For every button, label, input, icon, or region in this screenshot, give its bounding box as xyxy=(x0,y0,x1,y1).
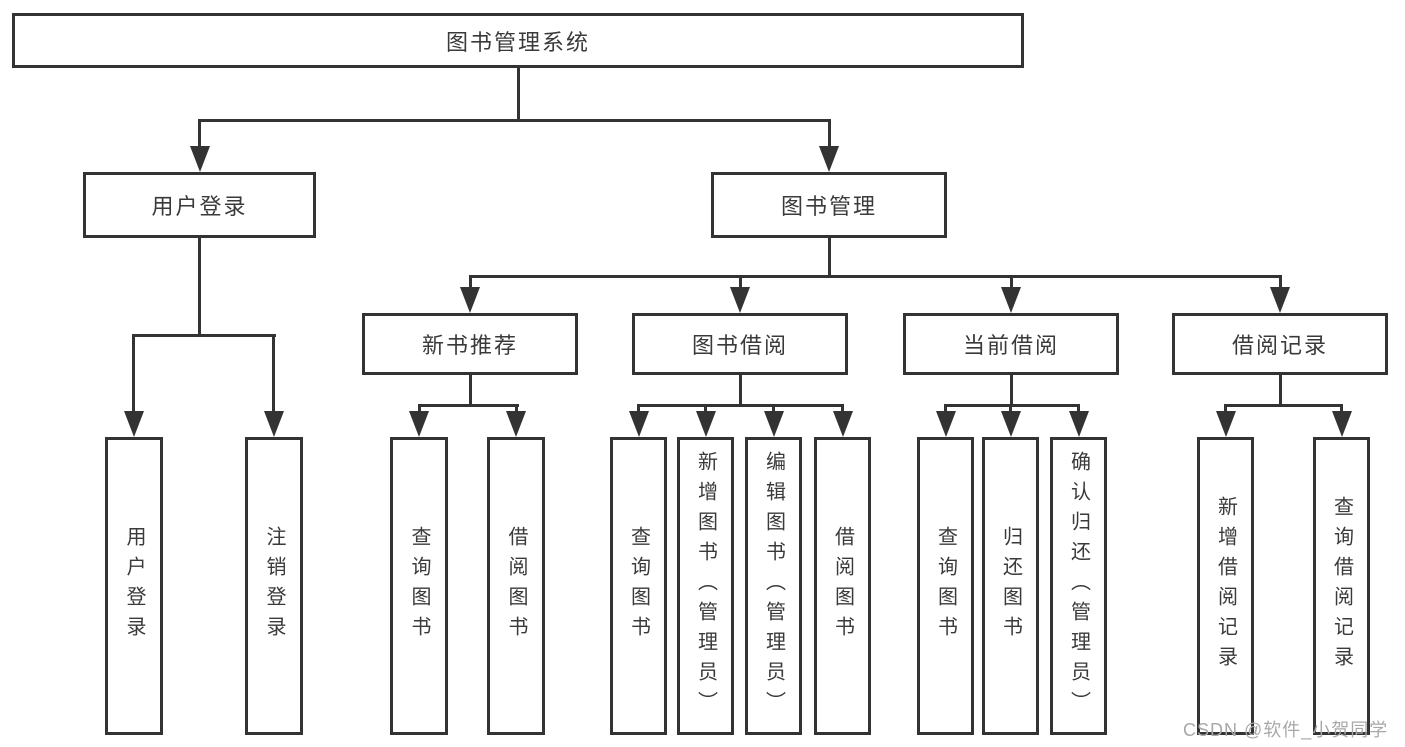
node-label: 当前借阅 xyxy=(962,333,1059,358)
connector-line xyxy=(1340,404,1343,416)
connector-arrowhead xyxy=(1000,411,1021,437)
node-label: 查询图书 xyxy=(408,526,430,646)
node-label: 新增借阅记录 xyxy=(1214,496,1237,676)
connector-line xyxy=(198,238,201,336)
connector-line xyxy=(1278,375,1282,407)
connector-line xyxy=(704,404,707,416)
node-label: 借阅图书 xyxy=(831,526,854,646)
connector-arrowhead xyxy=(263,411,284,437)
node-book-borrowing: 图书借阅 xyxy=(632,313,848,375)
connector-arrowhead xyxy=(409,411,429,437)
node-query-books-3: 查询图书 xyxy=(917,437,974,735)
node-query-books: 查询图书 xyxy=(390,437,448,735)
node-borrowing-records: 借阅记录 xyxy=(1172,313,1388,375)
connector-line xyxy=(1009,275,1013,291)
node-label: 图书管理 xyxy=(780,194,877,219)
connector-arrowhead xyxy=(189,146,210,172)
connector-arrowhead xyxy=(695,411,716,437)
connector-line xyxy=(516,68,520,120)
node-query-books-2: 查询图书 xyxy=(610,437,667,735)
connector-arrowhead xyxy=(730,287,750,313)
connector-line xyxy=(1224,404,1227,416)
connector-arrowhead xyxy=(819,146,839,172)
connector-arrowhead xyxy=(628,411,649,437)
connector-line xyxy=(468,275,1282,278)
connector-line xyxy=(637,404,844,407)
connector-line xyxy=(944,404,1080,407)
node-return-books: 归还图书 xyxy=(982,437,1039,735)
connector-line xyxy=(514,404,518,416)
node-query-borrow-record: 查询借阅记录 xyxy=(1313,437,1370,735)
connector-line xyxy=(132,334,276,337)
connector-line xyxy=(272,334,275,413)
connector-arrowhead xyxy=(1001,287,1021,313)
node-new-book-recommendation: 新书推荐 xyxy=(362,313,578,375)
connector-line xyxy=(1278,275,1282,291)
node-label: 确认归还（管理员） xyxy=(1067,451,1090,721)
node-label: 注销登录 xyxy=(263,526,285,646)
node-label: 借阅记录 xyxy=(1231,333,1328,358)
connector-line xyxy=(468,375,472,407)
connector-arrowhead xyxy=(123,411,144,437)
connector-line xyxy=(198,119,830,122)
node-borrow-books: 借阅图书 xyxy=(487,437,545,735)
node-logout: 注销登录 xyxy=(245,437,303,735)
connector-line xyxy=(417,404,519,407)
node-user-login-leaf: 用户登录 xyxy=(105,437,163,735)
node-label: 用户登录 xyxy=(123,526,145,646)
connector-line xyxy=(944,404,947,416)
connector-arrowhead xyxy=(935,411,956,437)
node-current-borrowing: 当前借阅 xyxy=(903,313,1119,375)
node-book-management: 图书管理 xyxy=(711,172,947,238)
csdn-watermark: CSDN @软件_小贺同学 xyxy=(1183,720,1389,740)
connector-line xyxy=(1077,404,1080,416)
connector-line xyxy=(738,375,742,407)
connector-arrowhead xyxy=(506,411,526,437)
node-library-management-system: 图书管理系统 xyxy=(12,13,1024,68)
node-add-books-admin: 新增图书（管理员） xyxy=(677,437,734,735)
node-user-login: 用户登录 xyxy=(83,172,316,238)
connector-arrowhead xyxy=(460,287,480,313)
node-label: 编辑图书（管理员） xyxy=(762,451,785,721)
connector-line xyxy=(417,404,421,416)
connector-arrowhead xyxy=(1068,411,1089,437)
connector-line xyxy=(637,404,640,416)
connector-line xyxy=(1009,375,1013,407)
connector-arrowhead xyxy=(1331,411,1352,437)
node-label: 新书推荐 xyxy=(421,333,518,358)
node-label: 图书管理系统 xyxy=(445,29,590,55)
connector-line xyxy=(827,119,831,149)
connector-line xyxy=(827,238,831,278)
node-edit-books-admin: 编辑图书（管理员） xyxy=(745,437,802,735)
connector-line xyxy=(772,404,775,416)
node-borrow-books-2: 借阅图书 xyxy=(814,437,871,735)
node-add-borrow-record: 新增借阅记录 xyxy=(1197,437,1254,735)
node-label: 归还图书 xyxy=(999,526,1022,646)
connector-arrowhead xyxy=(1215,411,1236,437)
node-label: 新增图书（管理员） xyxy=(694,451,717,721)
connector-line xyxy=(1009,404,1012,416)
node-label: 用户登录 xyxy=(151,194,248,219)
connector-arrowhead xyxy=(1270,287,1290,313)
node-label: 图书借阅 xyxy=(691,333,788,358)
connector-arrowhead xyxy=(763,411,784,437)
connector-line xyxy=(132,334,135,413)
node-label: 查询图书 xyxy=(934,526,957,646)
connector-line xyxy=(1224,404,1343,407)
connector-line xyxy=(738,275,742,291)
node-label: 查询借阅记录 xyxy=(1330,496,1353,676)
connector-arrowhead xyxy=(832,411,853,437)
node-confirm-return-admin: 确认归还（管理员） xyxy=(1050,437,1107,735)
connector-line xyxy=(198,119,201,149)
node-label: 借阅图书 xyxy=(505,526,527,646)
connector-line xyxy=(841,404,844,416)
connector-line xyxy=(468,275,472,291)
node-label: 查询图书 xyxy=(627,526,650,646)
